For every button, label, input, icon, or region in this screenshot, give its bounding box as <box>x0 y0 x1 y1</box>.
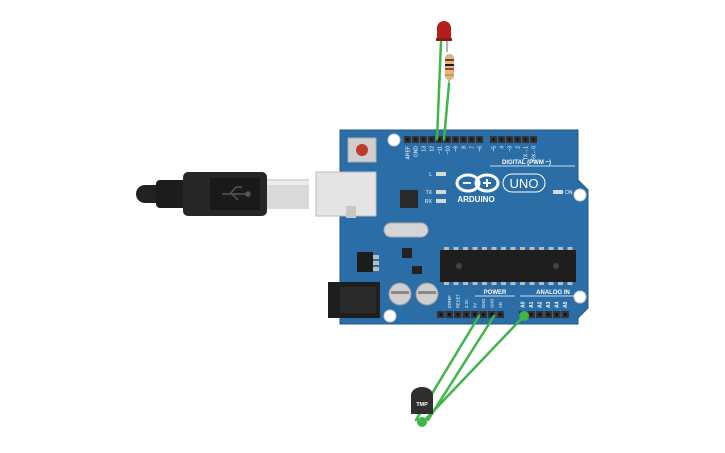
chip-pin <box>463 282 468 285</box>
arduino-logo <box>455 173 500 193</box>
svg-text:TX: TX <box>426 190 433 196</box>
pin-label: ~11 <box>437 146 443 154</box>
chip-pin <box>548 247 554 250</box>
pin-label: 5V <box>473 303 478 308</box>
pin-label: ~9 <box>453 146 459 152</box>
power-label: POWER <box>484 290 507 296</box>
chip-pin <box>472 247 478 250</box>
chip-pin <box>548 282 554 285</box>
led-rx: RX <box>425 199 446 205</box>
pin-label: IOREF <box>447 295 452 308</box>
resistor[interactable] <box>445 54 454 86</box>
chip-pin <box>482 247 487 250</box>
small-ic <box>402 248 412 258</box>
mounting-hole <box>573 188 587 202</box>
pin-label: GND <box>481 299 486 308</box>
pin-label: ~5 <box>491 146 497 152</box>
digital-header[interactable] <box>404 136 537 143</box>
svg-text:ON: ON <box>565 190 573 196</box>
pin-label: A2 <box>538 301 544 308</box>
chip-pin <box>510 282 516 285</box>
chip-pin <box>463 247 468 250</box>
sensor-label: TMP <box>416 402 428 408</box>
chip-pin <box>558 247 563 250</box>
capacitor <box>415 282 439 306</box>
pin-label: GND <box>413 146 419 158</box>
mounting-hole <box>573 290 587 304</box>
pin-label: A3 <box>546 301 552 308</box>
chip-pin <box>520 247 525 250</box>
pin-label: 2 <box>515 146 521 149</box>
pin-label: A4 <box>555 301 561 308</box>
pin-label: ~6 <box>477 146 483 152</box>
pin-label: A5 <box>563 301 569 308</box>
chip-pin <box>501 282 506 285</box>
svg-text:L: L <box>429 172 432 178</box>
chip-pin <box>510 247 516 250</box>
capacitor <box>388 282 412 306</box>
chip-pin <box>491 247 497 250</box>
pin-label: ~10 <box>445 146 451 155</box>
pin-label: A0 <box>521 301 527 308</box>
wire-sensor-gnd[interactable] <box>426 314 496 422</box>
pin-label: RX←0 <box>531 146 537 161</box>
chip-pin <box>529 247 535 250</box>
small-ic <box>412 266 422 274</box>
chip-pin <box>558 282 563 285</box>
temperature-sensor[interactable]: TMP <box>411 387 433 427</box>
pin-label: GND <box>490 299 495 308</box>
wire-endpoint[interactable] <box>519 311 529 321</box>
pin-label: AREF <box>405 146 411 159</box>
chip-pin <box>529 282 535 285</box>
pin-label: ~3 <box>507 146 513 152</box>
chip-pin <box>539 282 544 285</box>
pin-label: 4 <box>499 146 505 149</box>
chip-pin <box>453 282 459 285</box>
chip-pin <box>453 247 459 250</box>
pin-label: 3.3V <box>464 299 469 308</box>
power-header[interactable] <box>437 311 504 318</box>
pin-label: 8 <box>461 146 467 149</box>
chip-pin <box>539 247 544 250</box>
chip-pin <box>472 282 478 285</box>
usb-chip <box>400 190 418 208</box>
mounting-hole <box>383 309 397 323</box>
pin-label: Vin <box>498 301 503 308</box>
svg-text:RX: RX <box>425 199 433 205</box>
chip-pin <box>482 282 487 285</box>
model-text: UNO <box>510 176 539 191</box>
chip-pin <box>520 282 525 285</box>
led-l: L <box>429 172 446 178</box>
chip-pin <box>444 247 449 250</box>
pin-label: 12 <box>429 146 435 152</box>
chip-pin <box>491 282 497 285</box>
pin-label: RESET <box>456 294 461 308</box>
pin-label: A1 <box>529 301 535 308</box>
analog-label: ANALOG IN <box>536 290 570 296</box>
wire-resistor-pin13[interactable] <box>442 82 451 141</box>
pin-label: TX→1 <box>523 146 529 160</box>
usb-icon <box>222 186 251 201</box>
wire-led-gnd[interactable] <box>435 40 443 141</box>
led-on: ON <box>553 190 573 196</box>
atmega-chip <box>440 250 576 282</box>
mounting-hole <box>387 133 401 147</box>
voltage-regulator <box>357 252 379 272</box>
chip-pin <box>501 247 506 250</box>
reset-button[interactable] <box>347 137 377 163</box>
power-jack <box>328 282 380 318</box>
chip-pin <box>444 282 449 285</box>
crystal <box>383 222 429 238</box>
usb-cable[interactable] <box>136 172 309 216</box>
brand-text: ARDUINO <box>457 195 494 204</box>
pin-label: 7 <box>469 146 475 149</box>
chip-pin <box>567 247 573 250</box>
chip-pin <box>567 282 573 285</box>
wire-sensor-a0[interactable] <box>421 314 526 424</box>
pin-label: 13 <box>421 146 427 152</box>
digital-header-label: DIGITAL (PWM ~) <box>502 160 551 166</box>
led-tx: TX <box>426 190 446 196</box>
